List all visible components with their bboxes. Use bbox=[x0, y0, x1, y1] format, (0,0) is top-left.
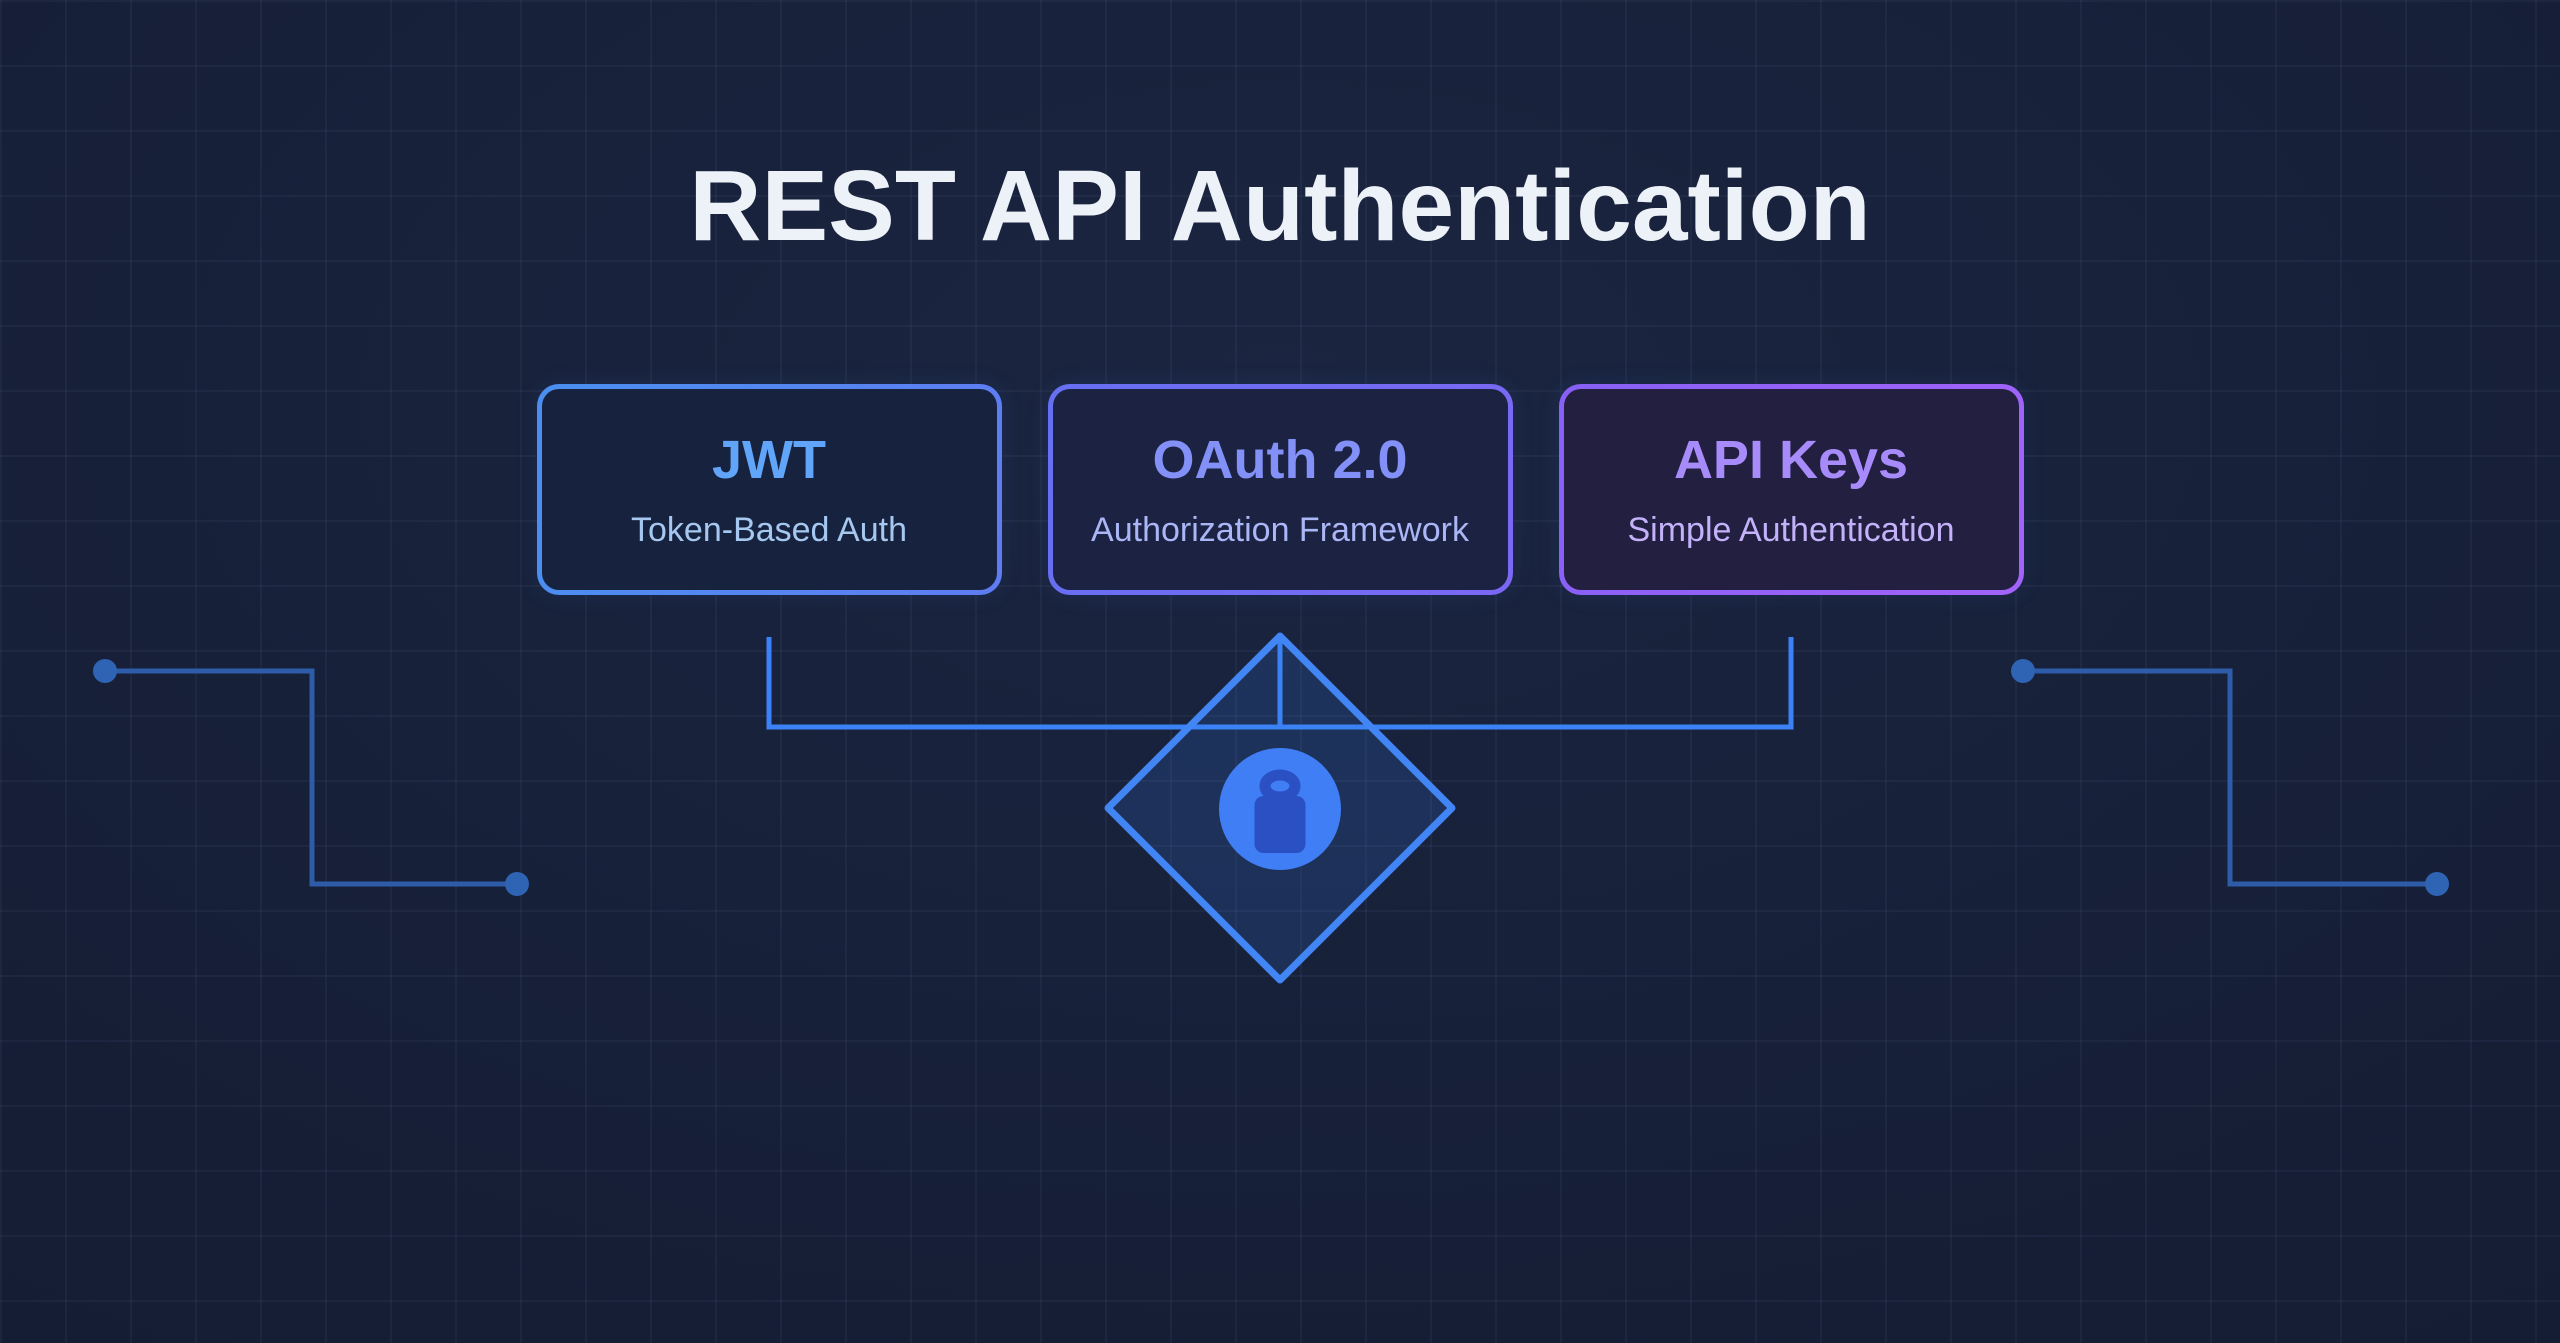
auth-card-oauth: OAuth 2.0 Authorization Framework bbox=[1047, 384, 1513, 595]
card-title: OAuth 2.0 bbox=[1152, 429, 1408, 490]
auth-card-oauth-body: OAuth 2.0 Authorization Framework bbox=[1052, 389, 1508, 590]
lock-icon bbox=[1219, 748, 1341, 870]
auth-card-api-keys-body: API Keys Simple Authentication bbox=[1563, 389, 2019, 590]
page-title: REST API Authentication bbox=[689, 150, 1871, 262]
trace-dot bbox=[2425, 872, 2449, 896]
right-circuit-trace bbox=[2011, 659, 2449, 896]
card-connectors bbox=[766, 637, 1794, 730]
left-circuit-trace bbox=[93, 659, 529, 896]
card-subtitle: Authorization Framework bbox=[1091, 510, 1469, 549]
card-subtitle: Simple Authentication bbox=[1627, 510, 1955, 549]
card-title: API Keys bbox=[1673, 429, 1909, 490]
trace-dot bbox=[93, 659, 117, 683]
trace-dot bbox=[505, 872, 529, 896]
card-subtitle: Token-Based Auth bbox=[631, 510, 907, 549]
trace-dot bbox=[2011, 659, 2035, 683]
auth-card-api-keys: API Keys Simple Authentication bbox=[1558, 384, 2024, 595]
auth-card-jwt-body: JWT Token-Based Auth bbox=[541, 389, 997, 590]
security-node bbox=[1104, 632, 1456, 984]
auth-card-jwt: JWT Token-Based Auth bbox=[536, 384, 1002, 595]
auth-method-cards: JWT Token-Based Auth OAuth 2.0 Authoriza… bbox=[0, 384, 2560, 595]
card-title: JWT bbox=[712, 429, 826, 490]
